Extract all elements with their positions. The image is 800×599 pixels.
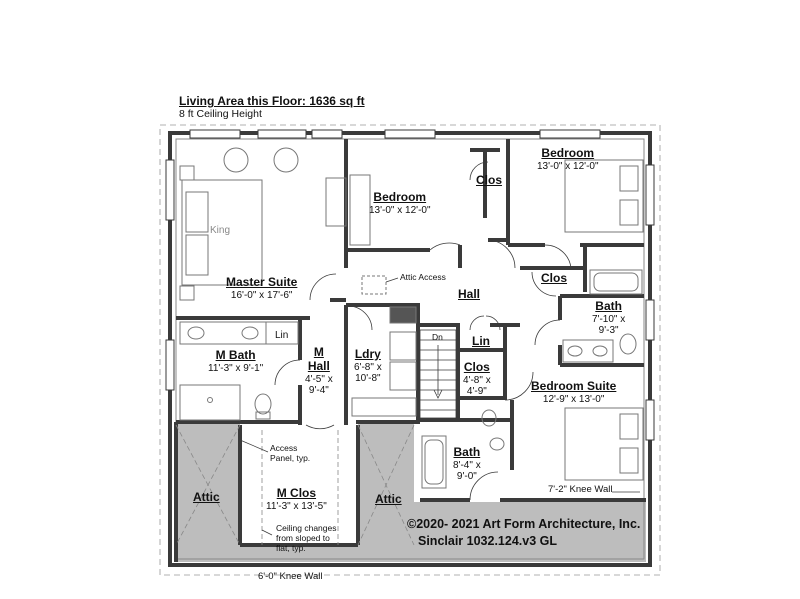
ceiling-change-note: Ceiling changes from sloped to flat, typ… [276, 523, 337, 553]
room-clos-bed2: Clos [541, 271, 568, 285]
room-clos-hall: Clos 4'-8" x 4'-9" [463, 360, 491, 398]
attic-access-note: Attic Access [400, 272, 446, 282]
room-m-bath: M Bath 11'-3" x 9'-1" [208, 348, 264, 374]
stair-down-note: Dn [432, 332, 443, 342]
room-clos-bed1: Clos [476, 173, 503, 187]
room-lin-upper: Lin [472, 334, 490, 348]
king-bed-label: King [210, 225, 231, 236]
room-laundry: Ldry 6'-8" x 10'-8" [354, 347, 382, 385]
room-m-clos: M Clos 11'-3" x 13'-5" [266, 486, 327, 512]
attic-shading [174, 422, 646, 562]
room-hall: Hall [458, 287, 481, 301]
leader-lines [239, 277, 640, 536]
living-area-title: Living Area this Floor: 1636 sq ft [179, 94, 365, 108]
room-bedroom-1: Bedroom 13'-0" x 12'-0" [369, 190, 431, 216]
room-bedroom-suite: Bedroom Suite 12'-9" x 13'-0" [531, 379, 617, 405]
room-m-hall: M Hall 4'-5" x 9'-4" [305, 345, 333, 397]
stairs [419, 329, 457, 419]
room-bedroom-2: Bedroom 13'-0" x 12'-0" [537, 146, 599, 172]
door-swings [274, 161, 572, 501]
copyright-line: ©2020- 2021 Art Form Architecture, Inc. [407, 517, 641, 531]
room-bath-upper: Bath 7'-10" x 9'-3" [592, 299, 626, 337]
windows [165, 129, 655, 441]
room-attic-left: Attic [193, 490, 220, 504]
access-panel-note: Access Panel, typ. [270, 443, 311, 463]
room-master-suite: Master Suite 16'-0" x 17'-6" [226, 275, 298, 301]
room-lin-mbath: Lin [275, 330, 289, 341]
knee-wall-6-note: 6'-0" Knee Wall [258, 571, 323, 582]
plan-id-line: Sinclair 1032.124.v3 GL [418, 534, 557, 548]
knee-wall-7-note: 7'-2" Knee Wall [548, 484, 613, 495]
room-bath-lower: Bath 8'-4" x 9'-0" [453, 445, 481, 483]
room-attic-right: Attic [375, 492, 402, 506]
ceiling-height-note: 8 ft Ceiling Height [179, 108, 262, 120]
fixtures [179, 147, 644, 489]
